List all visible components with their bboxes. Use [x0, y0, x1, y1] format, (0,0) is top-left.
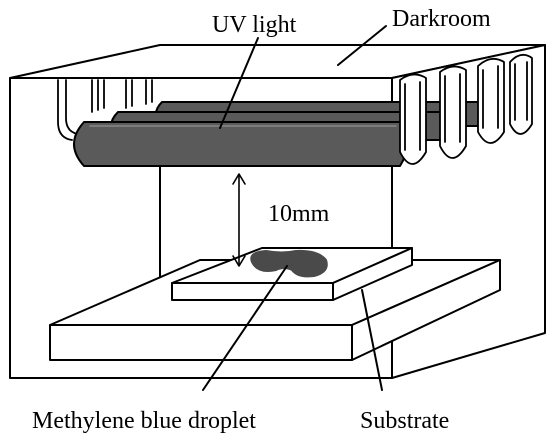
plate-front-face	[171, 282, 334, 301]
hanger-right-1	[399, 73, 427, 165]
uv-light-label: UV light	[212, 12, 297, 38]
substrate-front-face	[49, 324, 353, 361]
droplet-leader	[202, 265, 288, 391]
leader-lines	[202, 25, 387, 391]
uv-lamps	[73, 101, 486, 167]
substrate-leader	[361, 289, 383, 391]
lamp-hangers-left	[57, 79, 153, 141]
substrate-label: Substrate	[360, 408, 449, 434]
darkroom-front-frame	[9, 77, 393, 379]
methylene-blue-droplet	[250, 249, 328, 278]
uv-lamp-front	[73, 121, 408, 167]
darkroom-leader	[337, 25, 387, 66]
droplet-label: Methylene blue droplet	[32, 408, 256, 434]
distance-label: 10mm	[268, 201, 330, 227]
hanger-right-4	[509, 53, 533, 135]
hanger-right-2	[439, 65, 467, 159]
lamp-hangers-right	[399, 53, 533, 165]
darkroom-label: Darkroom	[392, 6, 491, 32]
uv-light-leader	[219, 37, 259, 129]
hanger-right-3	[477, 57, 505, 144]
distance-arrow	[232, 173, 246, 267]
